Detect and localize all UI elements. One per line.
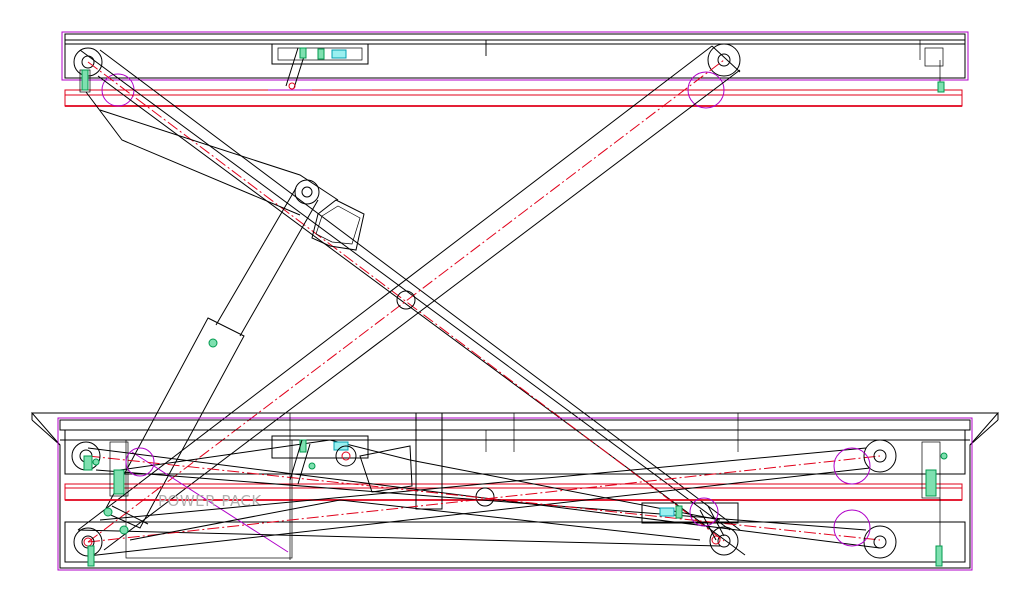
top-platform bbox=[61, 31, 969, 107]
center-pivot bbox=[396, 290, 416, 310]
hydraulic-cylinder bbox=[103, 179, 365, 529]
base-left-pivots bbox=[71, 441, 155, 567]
upper-link-plate bbox=[85, 91, 339, 216]
top-slide-link bbox=[285, 47, 307, 90]
power-pack: POWER PACK bbox=[125, 439, 293, 559]
scissor-arm-a bbox=[79, 49, 746, 556]
scissor-arm-b bbox=[77, 45, 741, 551]
power-pack-label: POWER PACK bbox=[158, 492, 262, 510]
base-frame bbox=[30, 412, 1000, 571]
top-left-pivot bbox=[73, 47, 135, 107]
top-right-pivot bbox=[687, 43, 945, 109]
base-slide-track-right bbox=[641, 497, 739, 556]
base-right-pivots bbox=[833, 439, 948, 567]
base-slide-track-left bbox=[271, 435, 413, 493]
